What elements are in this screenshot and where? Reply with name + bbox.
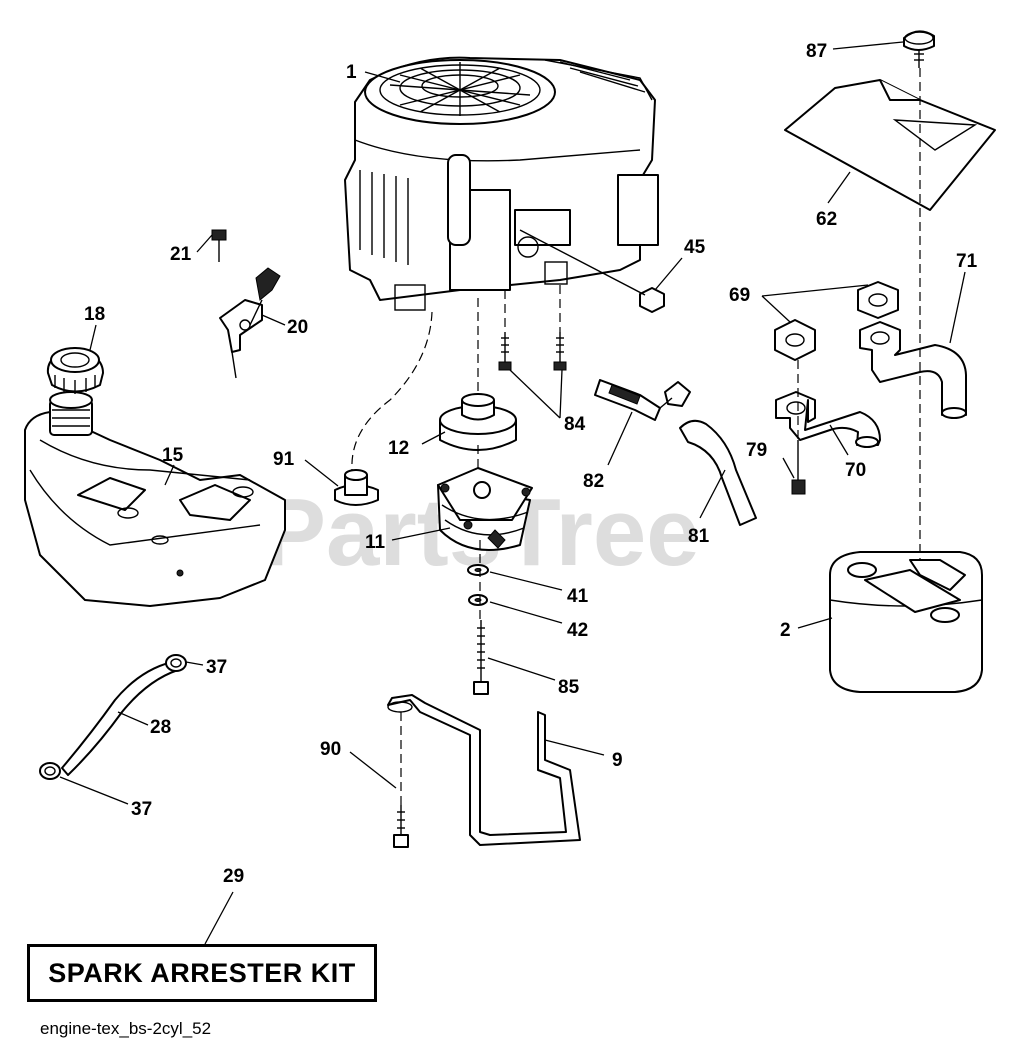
fuel-tank-part[interactable] [24, 391, 286, 607]
label-bolt-79[interactable]: 79 [746, 440, 767, 461]
lock-washer-42-part[interactable] [468, 594, 488, 606]
muffler-part[interactable] [829, 551, 983, 693]
spacer-91-part[interactable] [334, 469, 379, 506]
drain-hose-part[interactable] [679, 419, 757, 526]
throttle-bracket-part[interactable] [219, 267, 281, 379]
drain-valve-part[interactable] [594, 379, 691, 421]
label-screw-87[interactable]: 87 [806, 41, 827, 62]
bolt-90-part[interactable] [393, 805, 409, 848]
label-drain-hose[interactable]: 81 [688, 526, 710, 547]
hose-clamp-top-part[interactable] [165, 654, 187, 672]
assembly-line-nut45 [519, 229, 646, 296]
label-guard-rod[interactable]: 9 [612, 750, 623, 771]
engine-part[interactable] [344, 56, 659, 311]
label-bolt-90[interactable]: 90 [320, 739, 341, 760]
bolt-85-part[interactable] [473, 620, 489, 695]
label-heat-shield[interactable]: 62 [816, 209, 837, 230]
label-hose-clamp-top[interactable]: 37 [206, 657, 227, 678]
assembly-line-engine-spacer [351, 311, 433, 471]
spark-arrester-kit-box[interactable]: SPARK ARRESTER KIT [27, 944, 377, 1002]
label-gaskets[interactable]: 69 [729, 285, 750, 306]
label-spacer-91[interactable]: 91 [273, 449, 295, 470]
gaskets-part[interactable] [774, 281, 899, 361]
guard-rod-part[interactable] [387, 694, 581, 846]
part-labels: 1 2 9 11 12 15 18 20 21 28 29 37 37 41 4… [84, 41, 978, 887]
leader-lines [59, 41, 966, 945]
label-hose-clamp-bottom[interactable]: 37 [131, 799, 152, 820]
label-fuel-tank[interactable]: 15 [162, 445, 184, 466]
label-fuel-cap[interactable]: 18 [84, 304, 105, 325]
heat-shield-part[interactable] [784, 79, 996, 211]
pto-clutch-part[interactable] [437, 467, 533, 551]
pulley-part[interactable] [439, 393, 517, 451]
label-screw-21[interactable]: 21 [170, 244, 192, 265]
label-exhaust-pipe-left[interactable]: 70 [845, 460, 866, 481]
label-bolts-84[interactable]: 84 [564, 414, 586, 435]
label-nut-45[interactable]: 45 [684, 237, 706, 258]
nut-45-part[interactable] [639, 287, 665, 313]
label-pto-clutch[interactable]: 11 [365, 532, 386, 553]
label-fuel-hose[interactable]: 28 [150, 717, 171, 738]
label-bolt-85[interactable]: 85 [558, 677, 580, 698]
exhaust-pipe-right-part[interactable] [859, 321, 967, 419]
label-exhaust-pipe-right[interactable]: 71 [956, 251, 978, 272]
bolt-79-part[interactable] [791, 440, 806, 495]
label-engine[interactable]: 1 [346, 62, 357, 83]
label-pulley[interactable]: 12 [388, 438, 409, 459]
label-drain-valve[interactable]: 82 [583, 471, 604, 492]
fuel-cap-part[interactable] [46, 347, 104, 394]
screw-87-part[interactable] [903, 30, 935, 68]
washer-41-part[interactable] [467, 564, 489, 576]
label-muffler[interactable]: 2 [780, 620, 791, 641]
label-washer-41[interactable]: 41 [567, 586, 589, 607]
hose-clamp-bottom-part[interactable] [39, 762, 61, 780]
label-lock-washer-42[interactable]: 42 [567, 620, 588, 641]
label-spark-arrester-kit[interactable]: 29 [223, 866, 244, 887]
diagram-id-caption: engine-tex_bs-2cyl_52 [40, 1019, 212, 1038]
screw-21-part[interactable] [211, 229, 227, 262]
bolts-84-part[interactable] [498, 332, 567, 371]
label-throttle-bracket[interactable]: 20 [287, 317, 308, 338]
spark-arrester-kit-label: SPARK ARRESTER KIT [48, 957, 356, 988]
exhaust-pipe-left-part[interactable] [775, 391, 881, 448]
